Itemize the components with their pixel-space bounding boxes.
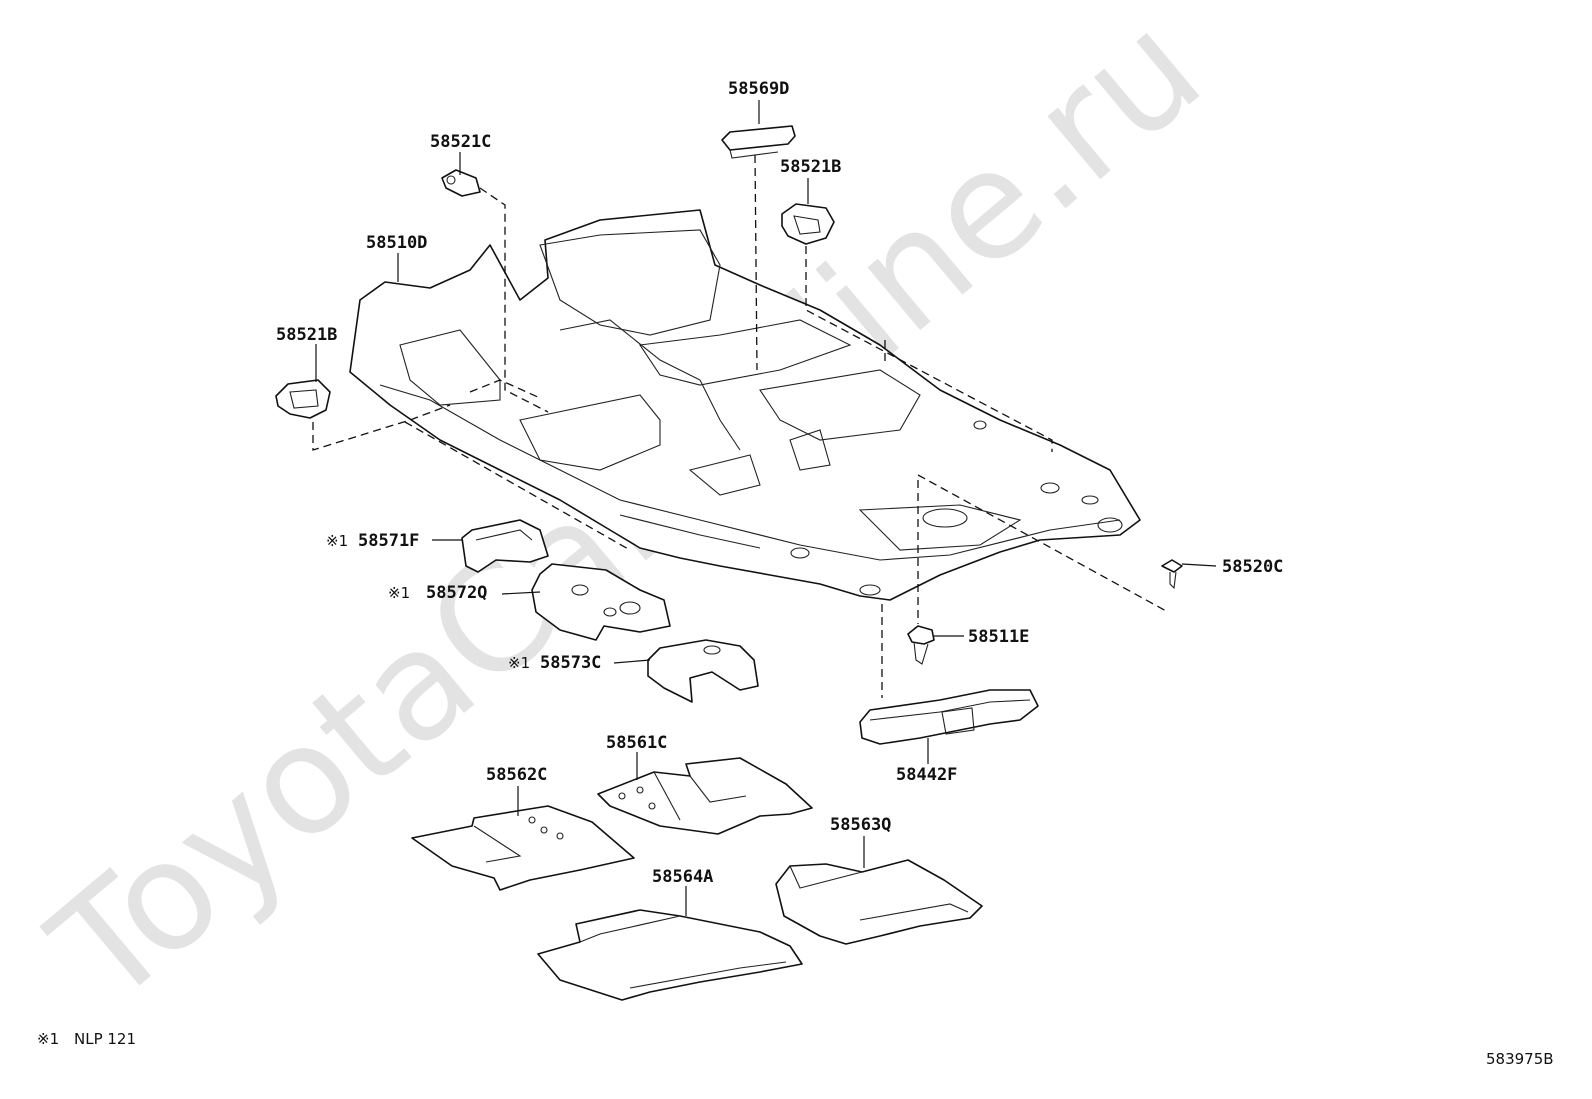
callout-58569D: 58569D [728,79,789,99]
footnote-symbol: ※1 [37,1030,59,1048]
silencer-58571F [461,519,549,573]
callout-58510D: 58510D [366,233,427,253]
mat-58562C [411,805,635,891]
callout-58442F: 58442F [896,765,957,785]
callout-58572Q: 58572Q [426,583,487,603]
mat-58564A [537,909,803,1001]
mat-58561C [597,757,813,835]
callout-58521B-top: 58521B [780,157,841,177]
leader-lines [315,100,1217,916]
step-58442F [859,689,1039,745]
callout-58561C: 58561C [606,733,667,753]
note-mark-58572Q: ※1 [388,584,410,602]
callout-58571F: 58571F [358,531,419,551]
callout-58511E: 58511E [968,627,1029,647]
clip-58521B-top [781,203,835,245]
callout-58521C: 58521C [430,132,491,152]
clip-58521C [441,169,481,197]
dashed-guide-lines [312,154,1169,698]
note-mark-58571F: ※1 [326,532,348,550]
clip-58511E [907,625,935,665]
note-mark-58573C: ※1 [508,654,530,672]
callout-58521B-left: 58521B [276,325,337,345]
callout-58562C: 58562C [486,765,547,785]
step-cover-58569D [721,125,796,159]
callout-58520C: 58520C [1222,557,1283,577]
clip-58520C [1161,559,1183,590]
callout-58573C: 58573C [540,653,601,673]
footnote-text: NLP 121 [74,1030,136,1048]
silencer-58572Q [531,563,671,641]
callout-58563Q: 58563Q [830,815,891,835]
silencer-58573C [647,639,759,703]
mat-58563Q [775,859,983,945]
drawing-id: 583975B [1486,1050,1554,1068]
clip-58521B-left [275,379,331,419]
floor-carpet-58510D [349,209,1141,601]
callout-58564A: 58564A [652,867,713,887]
